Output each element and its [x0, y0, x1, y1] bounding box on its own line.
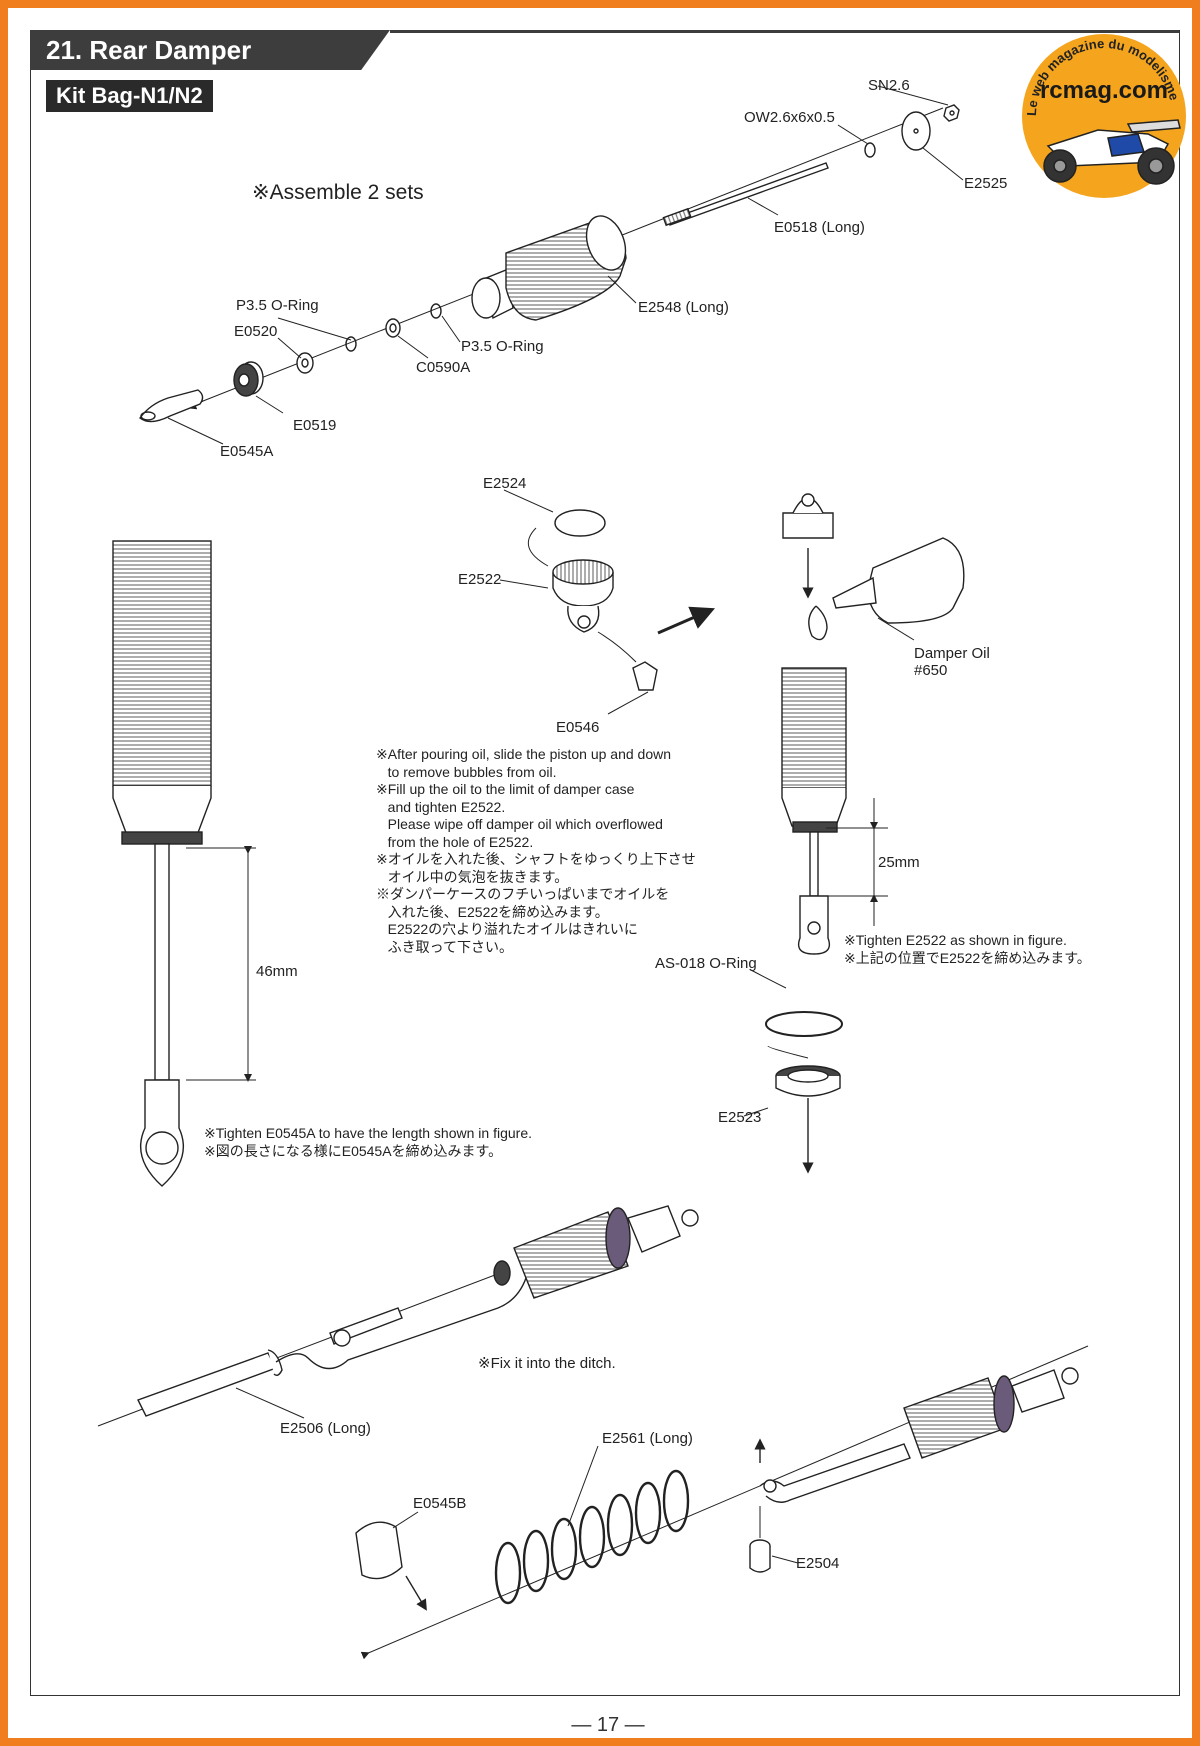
- label-e0545b: E0545B: [413, 1495, 466, 1512]
- label-sn26: SN2.6: [868, 77, 910, 94]
- collar-e2523: [775, 1065, 841, 1097]
- label-e2561: E2561 (Long): [602, 1430, 693, 1447]
- label-damper-oil-1: Damper Oil: [914, 645, 990, 662]
- oring-p35-left: [345, 336, 357, 352]
- label-e0546: E0546: [556, 719, 599, 736]
- page-title: 21. Rear Damper: [46, 35, 252, 65]
- title-rule: [390, 30, 1179, 33]
- label-dim-46: 46mm: [256, 963, 298, 980]
- label-c0590a: C0590A: [416, 359, 470, 376]
- label-e0518: E0518 (Long): [774, 219, 865, 236]
- oring-p35-right: [430, 303, 442, 319]
- label-e2504: E2504: [796, 1555, 839, 1572]
- exploded-diagram: SN2.6 OW2.6x6x0.5 E2525 E0518 (Long) E25…: [97, 77, 1089, 1660]
- label-e2524: E2524: [483, 475, 526, 492]
- label-p35-oring-left: P3.5 O-Ring: [236, 297, 319, 314]
- cap-e0519: [233, 361, 264, 397]
- rod-end-e0545a: [139, 389, 204, 423]
- oil-instructions: ※After pouring oil, slide the piston up …: [376, 746, 696, 955]
- nut-sn26: [943, 104, 960, 122]
- label-as018: AS-018 O-Ring: [655, 955, 757, 972]
- tighten-e0545a-note: ※Tighten E0545A to have the length shown…: [204, 1125, 532, 1159]
- spring-figure: [355, 1345, 1089, 1660]
- ditch-note: ※Fix it into the ditch.: [478, 1355, 616, 1372]
- buggy-icon: [1043, 119, 1181, 185]
- damper-case-e2548: [471, 215, 627, 321]
- ball-e2504: [749, 1539, 771, 1573]
- label-e0520: E0520: [234, 323, 277, 340]
- collar-c0590a: [385, 318, 401, 338]
- kit-bag-badge: Kit Bag-N1/N2: [46, 80, 213, 112]
- label-p35-oring-right: P3.5 O-Ring: [461, 338, 544, 355]
- page-number: — 17 —: [571, 1714, 645, 1736]
- piston-e2525: [901, 111, 931, 151]
- label-ow26: OW2.6x6x0.5: [744, 109, 835, 126]
- label-e2548: E2548 (Long): [638, 299, 729, 316]
- label-dim-25: 25mm: [878, 854, 920, 871]
- label-e2525: E2525: [964, 175, 1007, 192]
- label-e0519: E0519: [293, 417, 336, 434]
- label-damper-oil-2: #650: [914, 662, 947, 679]
- tighten-e2522-note: ※Tighten E2522 as shown in figure. ※上記の位…: [844, 932, 1091, 966]
- rcmag-logo: Le web magazine du modelisme rcmag.com: [1022, 34, 1186, 198]
- page-frame: [30, 30, 1180, 1696]
- top-exploded-assembly: [139, 85, 964, 445]
- oring-as018: [765, 1011, 843, 1037]
- label-e2523: E2523: [718, 1109, 761, 1126]
- ditch-figure: [97, 1205, 699, 1427]
- label-e2522: E2522: [458, 571, 501, 588]
- cap-assembly: [499, 489, 716, 715]
- label-e2506: E2506 (Long): [280, 1420, 371, 1437]
- oil-fill-figure: [743, 493, 965, 1174]
- spring-e2561: [494, 1469, 690, 1605]
- damper-length-figure: [112, 540, 256, 1187]
- logo-brand: rcmag.com: [1040, 77, 1168, 104]
- label-e0545a: E0545A: [220, 443, 273, 460]
- title-bar: [30, 30, 390, 70]
- washer-ow26: [864, 142, 876, 158]
- assemble-note: ※Assemble 2 sets: [252, 181, 424, 204]
- shaft-e0518: [662, 162, 829, 227]
